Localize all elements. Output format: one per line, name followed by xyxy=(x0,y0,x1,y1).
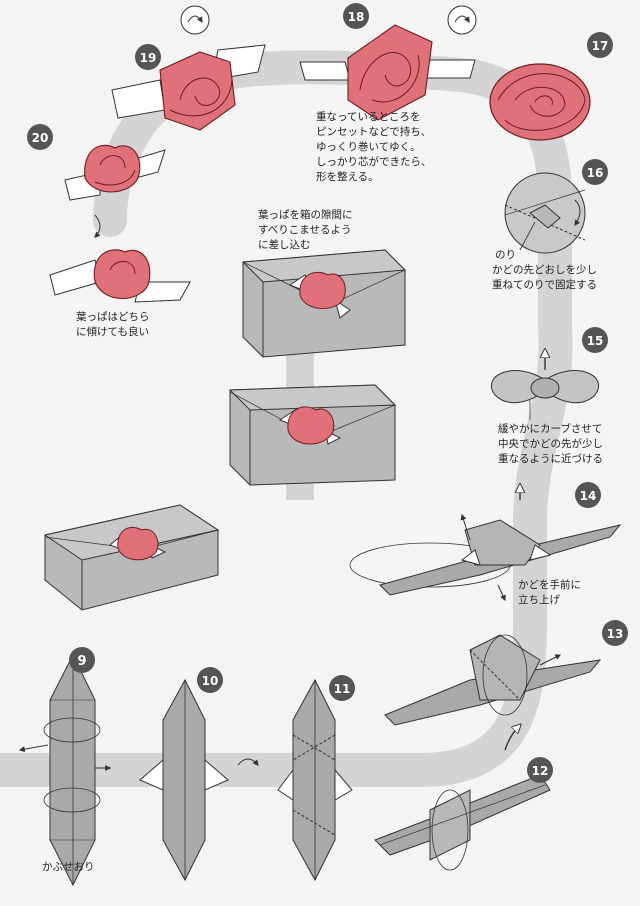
svg-text:10: 10 xyxy=(202,674,219,688)
step-9-figure xyxy=(18,653,112,887)
svg-text:12: 12 xyxy=(532,764,549,778)
step-16-figure xyxy=(504,172,586,254)
step-badge-19: 19 xyxy=(135,44,161,70)
svg-text:19: 19 xyxy=(140,51,157,65)
step-20-figure xyxy=(64,144,166,238)
step-11-figure xyxy=(277,678,353,882)
step-18-note: 重なっているところを ピンセットなどで持ち、 ゆっくり巻いてゆく。 しっかり芯が… xyxy=(316,111,432,183)
step-badge-14: 14 xyxy=(575,482,601,508)
gift-box-3-figure xyxy=(43,504,220,611)
gift-box-1-figure xyxy=(241,249,407,358)
svg-text:15: 15 xyxy=(587,334,604,348)
box-slip-note: 葉っぱを箱の隙間に すべりこませるよう に差し込む xyxy=(258,209,353,251)
step-badge-11: 11 xyxy=(329,675,355,701)
leaf-tilt-note: 葉っぱはどちら に傾けても良い xyxy=(76,311,150,338)
nori-label: のり xyxy=(495,249,516,261)
step-badge-12: 12 xyxy=(527,757,553,783)
svg-text:9: 9 xyxy=(77,654,86,669)
step-13-figure xyxy=(384,634,602,726)
step-14-note: かどを手前に 立ち上げ xyxy=(518,579,581,606)
step-9-note: かぶせおり xyxy=(42,861,95,873)
step-12-figure xyxy=(374,725,551,871)
step-badge-9: 9 xyxy=(69,647,95,673)
step-badge-13: 13 xyxy=(602,620,628,646)
gift-box-2-figure xyxy=(228,384,397,486)
step-17-figure xyxy=(489,63,591,141)
rotate-icon xyxy=(447,5,477,35)
step-badge-20: 20 xyxy=(27,124,53,150)
step-badge-17: 17 xyxy=(587,32,613,58)
rotate-icon xyxy=(180,5,210,35)
step-19-figure xyxy=(111,44,266,131)
step-15-figure xyxy=(491,350,599,420)
svg-text:18: 18 xyxy=(348,10,365,24)
svg-text:14: 14 xyxy=(580,489,597,503)
step-18-figure xyxy=(299,24,476,121)
step-badge-15: 15 xyxy=(582,327,608,353)
step-16-note: かどの先どおしを少し 重ねてのりで固定する xyxy=(492,264,597,291)
rose-leaf-variant-figure xyxy=(49,249,191,303)
svg-text:17: 17 xyxy=(592,39,609,53)
step-15-note: 緩やかにカーブさせて 中央でかどの先が少し 重なるように近づける xyxy=(498,423,603,465)
step-14-figure xyxy=(349,485,622,602)
svg-text:16: 16 xyxy=(587,166,604,180)
step-10-figure xyxy=(139,678,259,882)
svg-text:20: 20 xyxy=(32,131,49,145)
step-badge-16: 16 xyxy=(582,159,608,185)
step-badge-18: 18 xyxy=(343,3,369,29)
svg-text:11: 11 xyxy=(334,682,351,696)
step-badge-10: 10 xyxy=(197,667,223,693)
svg-text:13: 13 xyxy=(607,627,624,641)
